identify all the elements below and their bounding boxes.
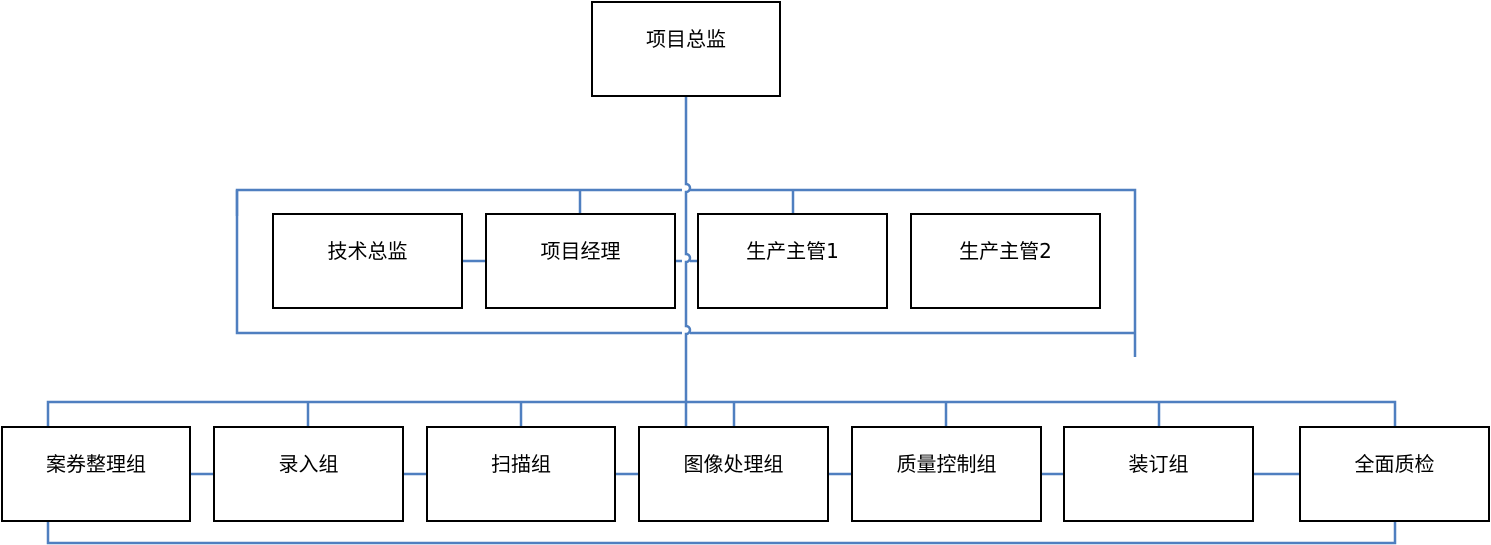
node-label: 扫描组 [491,452,551,476]
node-project-director: 项目总监 [591,1,781,97]
node-label: 项目总监 [646,27,726,51]
node-qc-group: 质量控制组 [851,426,1042,522]
node-binding-group: 装订组 [1063,426,1254,522]
trunk-line [684,96,692,426]
bottom-bus [46,400,1397,426]
node-label: 技术总监 [327,239,408,263]
node-label: 全面质检 [1354,452,1435,476]
node-tech-director: 技术总监 [272,213,463,309]
node-image-group: 图像处理组 [638,426,829,522]
node-label: 案券整理组 [46,452,146,476]
middle-frame-bottom [235,190,682,335]
node-label: 生产主管2 [959,239,1052,263]
node-production-supervisor-2: 生产主管2 [910,213,1101,309]
node-label: 项目经理 [540,239,621,263]
node-entry-group: 录入组 [213,426,404,522]
node-label: 图像处理组 [683,452,784,476]
node-label: 录入组 [278,452,339,476]
node-label: 生产主管1 [746,239,839,263]
node-archive-group: 案券整理组 [1,426,191,522]
node-scan-group: 扫描组 [426,426,616,522]
node-project-manager: 项目经理 [485,213,676,309]
node-full-inspection: 全面质检 [1299,426,1490,522]
middle-frame-top-right [690,188,1137,357]
bottom-return [46,512,1397,545]
node-label: 质量控制组 [896,452,997,476]
node-label: 装订组 [1128,452,1189,476]
node-production-supervisor-1: 生产主管1 [697,213,888,309]
